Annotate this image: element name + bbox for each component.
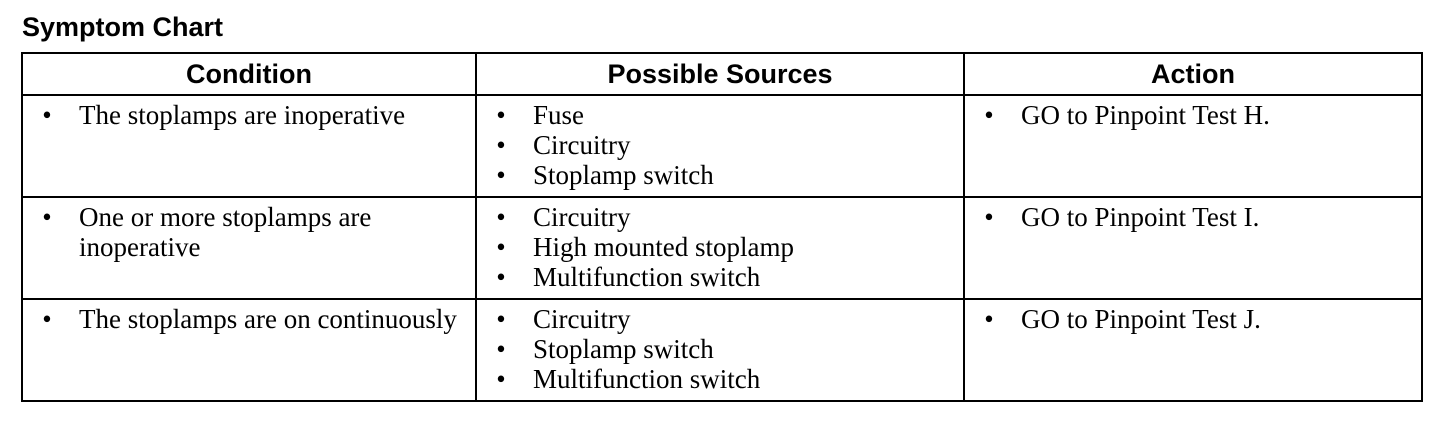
bullet-icon: • [496,232,506,262]
source-item: • Circuitry [477,202,957,232]
action-text: GO to Pinpoint Test J. [1021,304,1261,334]
source-text: Stoplamp switch [533,334,714,364]
condition-item: • One or more stoplamps are inoperative [23,202,469,262]
source-item: • Stoplamp switch [477,334,957,364]
bullet-icon: • [984,100,994,130]
bullet-icon: • [42,100,52,130]
source-item: • Circuitry [477,130,957,160]
source-item: • Circuitry [477,304,957,334]
table-row: • The stoplamps are on continuously • Ci… [21,298,1423,402]
bullet-icon: • [496,160,506,190]
source-item: • Stoplamp switch [477,160,957,190]
action-cell: • GO to Pinpoint Test H. [963,94,1423,198]
condition-cell: • The stoplamps are inoperative [21,94,477,198]
header-possible-sources: Possible Sources [475,52,965,96]
table-row: • One or more stoplamps are inoperative … [21,196,1423,300]
action-item: • GO to Pinpoint Test J. [965,304,1415,334]
condition-cell: • The stoplamps are on continuously [21,298,477,402]
bullet-icon: • [42,202,52,232]
bullet-icon: • [496,304,506,334]
action-item: • GO to Pinpoint Test I. [965,202,1415,232]
sources-cell: • Fuse • Circuitry • Stoplamp switch [475,94,965,198]
source-item: • Multifunction switch [477,262,957,292]
condition-item: • The stoplamps are inoperative [23,100,469,130]
symptom-table: Condition Possible Sources Action • The … [21,52,1423,402]
condition-text: The stoplamps are inoperative [79,100,406,130]
bullet-icon: • [496,334,506,364]
action-text: GO to Pinpoint Test I. [1021,202,1260,232]
sources-cell: • Circuitry • Stoplamp switch • Multifun… [475,298,965,402]
action-cell: • GO to Pinpoint Test I. [963,196,1423,300]
source-text: Multifunction switch [533,364,761,394]
source-text: Circuitry [533,304,631,334]
action-item: • GO to Pinpoint Test H. [965,100,1415,130]
condition-item: • The stoplamps are on continuously [23,304,469,334]
bullet-icon: • [42,304,52,334]
source-item: • High mounted stoplamp [477,232,957,262]
source-text: High mounted stoplamp [533,232,794,262]
bullet-icon: • [496,202,506,232]
condition-text: One or more stoplamps are inoperative [79,202,372,262]
bullet-icon: • [496,130,506,160]
bullet-icon: • [984,202,994,232]
source-text: Stoplamp switch [533,160,714,190]
source-text: Circuitry [533,130,631,160]
chart-title: Symptom Chart [22,12,224,42]
header-row: Condition Possible Sources Action [21,52,1423,96]
source-text: Fuse [533,100,585,130]
source-item: • Multifunction switch [477,364,957,394]
source-text: Circuitry [533,202,631,232]
action-text: GO to Pinpoint Test H. [1021,100,1270,130]
condition-cell: • One or more stoplamps are inoperative [21,196,477,300]
table-row: • The stoplamps are inoperative • Fuse •… [21,94,1423,198]
bullet-icon: • [496,262,506,292]
sources-cell: • Circuitry • High mounted stoplamp • Mu… [475,196,965,300]
bullet-icon: • [496,100,506,130]
condition-text: The stoplamps are on continuously [79,304,457,334]
header-condition: Condition [21,52,477,96]
header-action: Action [963,52,1423,96]
bullet-icon: • [496,364,506,394]
action-cell: • GO to Pinpoint Test J. [963,298,1423,402]
bullet-icon: • [984,304,994,334]
source-item: • Fuse [477,100,957,130]
source-text: Multifunction switch [533,262,761,292]
